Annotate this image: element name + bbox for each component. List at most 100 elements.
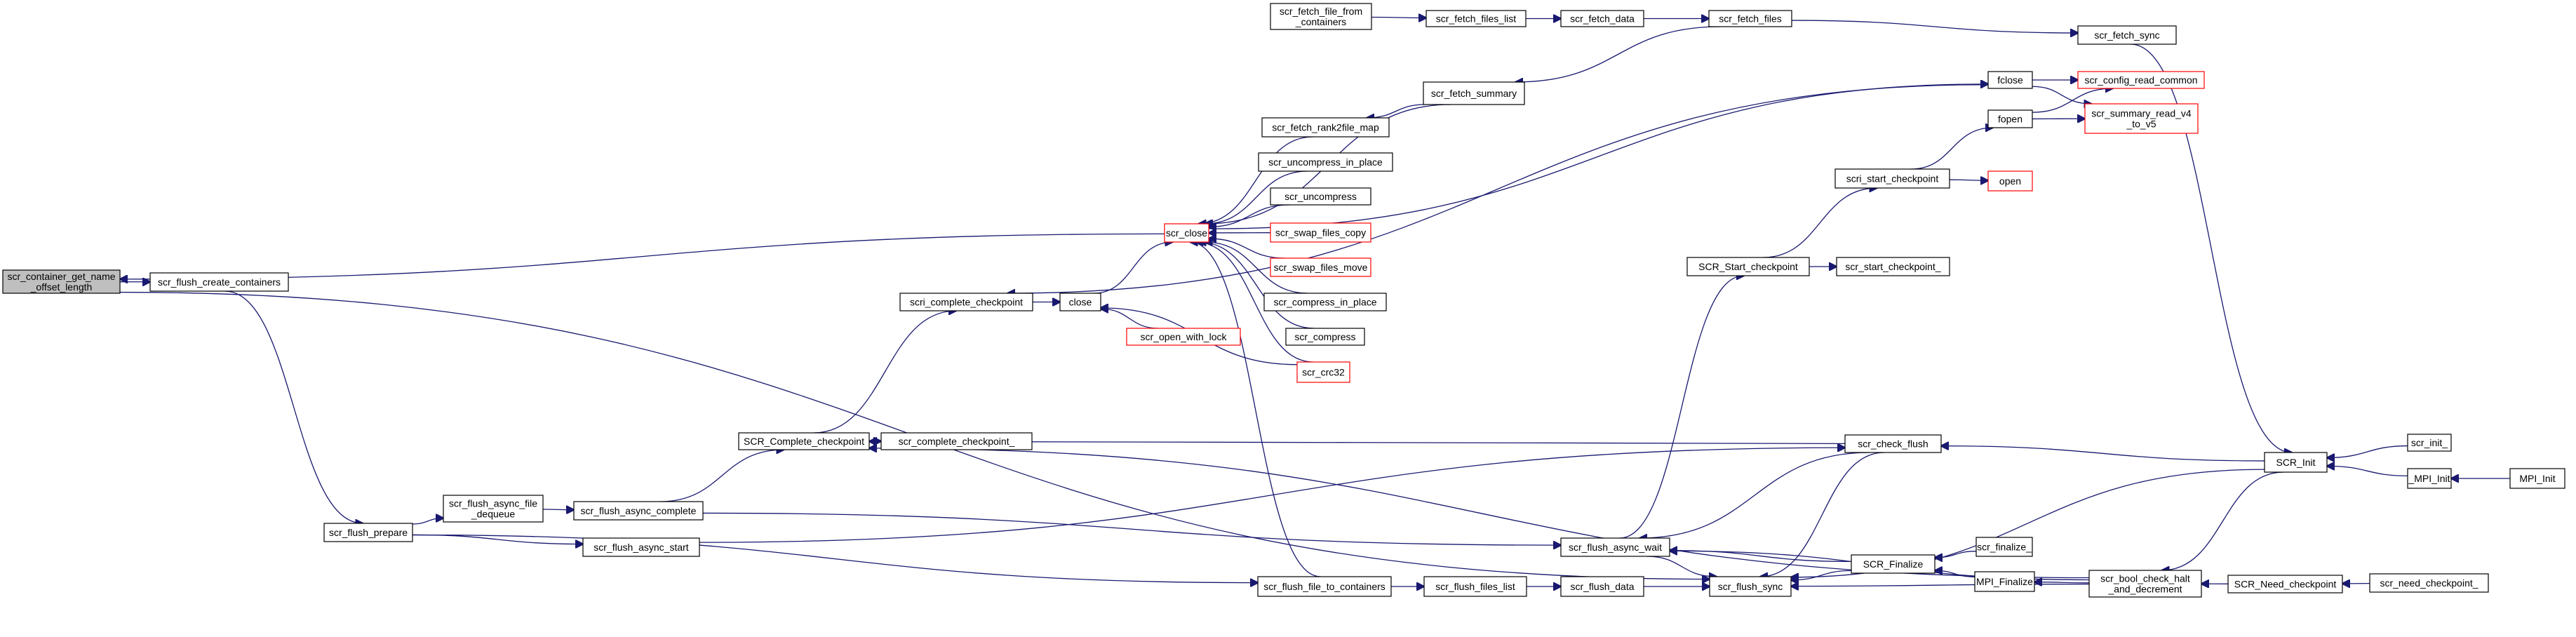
node-label: scr_flush_async_file [449,498,537,509]
node-scr-bool-check-halt-and-decrement[interactable]: scr_bool_check_halt_and_decrement [2088,570,2202,598]
node-scr-fetch-sync[interactable]: scr_fetch_sync [2077,25,2177,45]
node-scr-fetch-files-list[interactable]: scr_fetch_files_list [1425,10,1527,27]
node-label: scr_flush_async_start [593,542,689,553]
node-box [880,432,1033,450]
node-label: scr_flush_sync [1718,581,1783,592]
node-mpi-init[interactable]: MPI_Init [2509,468,2565,489]
node-scr-finalize[interactable]: SCR_Finalize [1851,554,1936,574]
node-label: scr_fetch_sync [2094,29,2159,41]
node-box [2,269,121,294]
node-label: _offset_length [30,281,93,293]
edge-close-to-close-scr [1094,242,1172,294]
node-box [573,501,704,521]
node-label: SCR_Start_checkpoint [1698,261,1798,272]
edge-fetch-file-to-fetch-files-list [1371,17,1426,18]
node-label: scr_finalize_ [1977,542,2032,553]
node-label: scr_compress [1294,331,1355,342]
node-mpi-init[interactable]: _MPI_Init [2407,468,2452,489]
node-box [2077,71,2205,89]
node-box [1263,293,1387,311]
node-scr-uncompress[interactable]: scr_uncompress [1270,187,1371,206]
node-scr-flush-async-start[interactable]: scr_flush_async_start [582,537,700,557]
node-scr-open-with-lock[interactable]: scr_open_with_lock [1126,328,1241,346]
node-box [1285,328,1365,346]
node-scr-flush-async-complete[interactable]: scr_flush_async_complete [573,501,704,521]
node-scr-need-checkpoint[interactable]: SCR_Need_checkpoint [2227,575,2343,594]
node-box [1851,554,1936,574]
node-scr-close[interactable]: scr_close [1164,223,1209,243]
node-scr-start-checkpoint[interactable]: scr_start_checkpoint_ [1836,257,1950,276]
node-scr-complete-checkpoint[interactable]: SCR_Complete_checkpoint [738,432,870,450]
node-label: _to_v5 [2126,119,2156,130]
node-scr-check-flush[interactable]: scr_check_flush [1844,434,1942,453]
node-layer: scr_container_get_name_offset_length scr_… [2,3,2565,598]
node-scr-fetch-rank2file-map[interactable]: scr_fetch_rank2file_map [1261,117,1390,138]
node-box [1423,576,1527,597]
node-box [1560,10,1644,27]
node-box [1844,434,1942,453]
node-scr-need-checkpoint[interactable]: scr_need_checkpoint_ [2369,573,2489,593]
node-scr-flush-async-wait[interactable]: scr_flush_async_wait [1560,537,1670,557]
node-scr-config-read-common[interactable]: scr_config_read_common [2077,71,2205,89]
node-box [2227,575,2343,594]
node-label: scr_start_checkpoint_ [1845,261,1940,272]
edge-flush-prepare-to-flush-file [412,534,1258,583]
node-scr-flush-files-list[interactable]: scr_flush_files_list [1423,576,1527,597]
node-scr-swap-files-move[interactable]: scr_swap_files_move [1270,257,1371,277]
node-label: scr_fetch_files [1719,13,1781,25]
node-label: _and_decrement [2107,584,2182,595]
edge-close-scr-to-focus [120,233,1165,279]
node-open[interactable]: open [1987,170,2033,192]
edge-scr-init-to-bool-check [2162,471,2284,570]
node-scr-flush-create-containers[interactable]: scr_flush_create_containers [149,272,289,292]
node-box [1708,10,1792,27]
node-box [582,537,700,557]
edge-async-wait-to-flush-sync [1646,556,1717,577]
node-mpi-finalize[interactable]: MPI_Finalize [1974,571,2035,592]
node-scr-compress-in-place[interactable]: scr_compress_in_place [1263,293,1387,311]
node-label: fclose [1997,74,2023,86]
node-scr-compress[interactable]: scr_compress [1285,328,1365,346]
node-scr-uncompress-in-place[interactable]: scr_uncompress_in_place [1258,152,1393,172]
node-scr-flush-data[interactable]: scr_flush_data [1560,576,1644,597]
node-box [1974,571,2035,592]
edge-scr-start-to-start-ckpt [1763,188,1877,258]
node-scr-fetch-data[interactable]: scr_fetch_data [1560,10,1644,27]
node-fopen[interactable]: fopen [1987,109,2033,128]
node-scr-flush-sync[interactable]: scr_flush_sync [1709,576,1792,597]
node-label: scr_crc32 [1302,367,1345,378]
node-scr-finalize[interactable]: scr_finalize_ [1975,537,2033,557]
node-scr-init[interactable]: SCR_Init [2264,452,2328,473]
node-close[interactable]: close [1059,293,1101,311]
node-box [1987,71,2033,89]
edge-layer [120,17,2511,586]
node-scr-fetch-files[interactable]: scr_fetch_files [1708,10,1792,27]
node-label: scr_fetch_file_from [1280,6,1362,17]
node-scr-container-get-name-offset-length[interactable]: scr_container_get_name_offset_length [2,269,121,294]
node-box [1987,170,2033,192]
node-label: open [1999,175,2021,187]
node-box [1423,81,1525,105]
node-scr-flush-async-file-dequeue[interactable]: scr_flush_async_file_dequeue [443,495,544,523]
node-box [1560,576,1644,597]
node-scr-summary-read-v4-to-v5[interactable]: scr_summary_read_v4_to_v5 [2084,103,2199,134]
node-scr-swap-files-copy[interactable]: scr_swap_files_copy [1270,222,1371,243]
edge-bool-check-to-flush-sync [1791,584,2090,586]
edge-fclose-to-summary-read [2032,86,2091,104]
node-fclose[interactable]: fclose [1987,71,2033,89]
node-scri-complete-checkpoint[interactable]: scri_complete_checkpoint [899,293,1033,311]
node-box [2407,468,2452,489]
node-scr-fetch-summary[interactable]: scr_fetch_summary [1423,81,1525,105]
node-scr-crc32[interactable]: scr_crc32 [1296,361,1350,383]
node-label: scr_summary_read_v4 [2091,108,2192,119]
node-label: SCR_Finalize [1863,558,1924,570]
node-scr-fetch-file-from-containers[interactable]: scr_fetch_file_from_containers [1270,3,1372,30]
node-scr-start-checkpoint[interactable]: SCR_Start_checkpoint [1686,257,1810,276]
node-scr-flush-file-to-containers[interactable]: scr_flush_file_to_containers [1257,576,1392,597]
node-box [1709,576,1792,597]
node-scr-complete-checkpoint[interactable]: scr_complete_checkpoint_ [880,432,1033,450]
node-label: SCR_Complete_checkpoint [744,436,864,447]
node-scr-init[interactable]: scr_init_ [2407,434,2452,452]
node-scr-flush-prepare[interactable]: scr_flush_prepare [323,523,413,542]
node-scri-start-checkpoint[interactable]: scri_start_checkpoint [1834,168,1950,189]
